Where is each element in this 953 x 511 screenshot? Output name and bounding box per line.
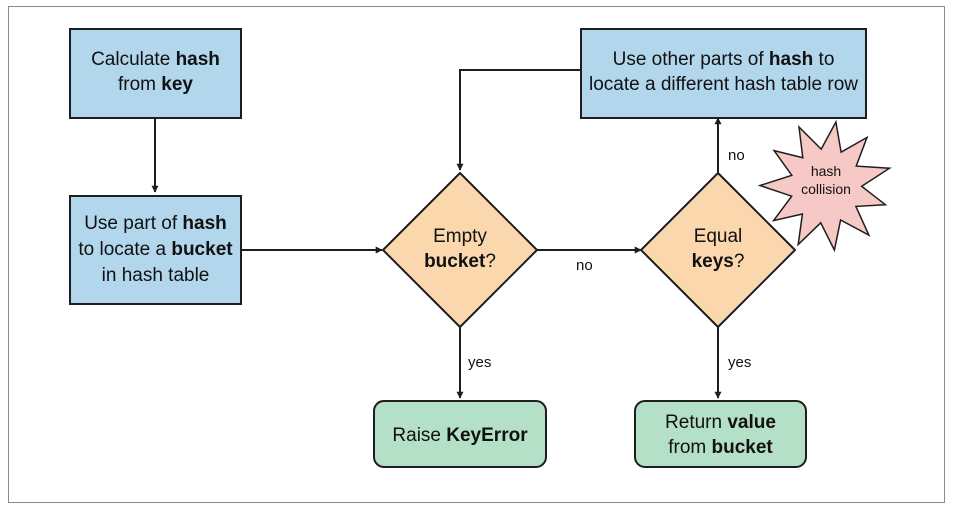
text-run: hash [182,213,226,234]
node-raise-keyerror-line-1: Raise KeyError [392,425,528,446]
node-empty-bucket-line-1: Empty [433,226,487,247]
text-run: ? [485,251,496,272]
node-equal-keys-decision: Equal keys? [640,172,796,328]
text-run: hash [176,49,220,70]
text-run: to [813,49,834,70]
node-return-value-line-1: Return value [665,412,776,433]
text-run: Calculate [91,49,176,70]
edge-label-empty-no: no [576,257,593,274]
edges [151,69,722,399]
text-run: bucket [171,239,233,260]
text-run: Empty [433,226,487,247]
node-raise-keyerror: Raise KeyError [373,400,547,468]
node-return-value-box [634,400,807,468]
text-run: to locate a [78,239,171,260]
node-other-hash-parts-line-1: Use other parts of hash to [613,49,835,70]
node-locate-bucket-line-3: in hash table [102,265,210,286]
edge-label-equal-no: no [728,147,745,164]
edge-label-equal-yes: yes [728,354,751,371]
text-run: from [668,437,711,458]
hash-collision-star-shape [757,119,892,253]
node-locate-bucket-line-2: to locate a bucket [78,239,233,260]
text-run: from [118,74,161,95]
node-equal-keys-line-1: Equal [694,226,743,247]
node-other-hash-parts: Use other parts of hash to locate a diff… [580,28,867,119]
text-run: KeyError [446,425,528,446]
text-run: keys [692,251,734,272]
node-calculate-hash-line-1: Calculate hash [91,49,220,70]
node-equal-keys-diamond [640,172,796,328]
edge-other-to-empty [456,69,581,171]
text-run: bucket [712,437,774,458]
text-run: Use part of [84,213,182,234]
text-run: locate a different hash table row [589,74,858,95]
node-empty-bucket-diamond [382,172,538,328]
node-empty-bucket-line-2: bucket? [424,251,496,272]
hash-collision-starburst: hash collision [757,119,892,253]
node-calculate-hash-box [69,28,242,119]
text-run: key [161,74,193,95]
node-return-value: Return value from bucket [634,400,807,468]
node-locate-bucket-box [69,195,242,305]
node-return-value-line-2: from bucket [668,437,773,458]
node-locate-bucket: Use part of hash to locate a bucket in h… [69,195,242,305]
text-run: Raise [392,425,446,446]
edge-label-empty-yes: yes [468,354,491,371]
hash-collision-line-2: collision [801,181,851,197]
text-run: hash [769,49,813,70]
node-raise-keyerror-box [373,400,547,468]
text-run: Use other parts of [613,49,769,70]
node-other-hash-parts-box [580,28,867,119]
hash-collision-line-1: hash [811,163,841,179]
node-empty-bucket-decision: Empty bucket? [382,172,538,328]
text-run: ? [734,251,745,272]
diagram-frame [8,6,945,503]
node-locate-bucket-line-1: Use part of hash [84,213,227,234]
text-run: value [727,412,776,433]
text-run: in hash table [102,265,210,286]
node-equal-keys-line-2: keys? [692,251,745,272]
node-calculate-hash-line-2: from key [118,74,193,95]
text-run: Equal [694,226,743,247]
text-run: bucket [424,251,486,272]
node-calculate-hash: Calculate hash from key [69,28,242,119]
node-other-hash-parts-line-2: locate a different hash table row [589,74,858,95]
text-run: Return [665,412,727,433]
